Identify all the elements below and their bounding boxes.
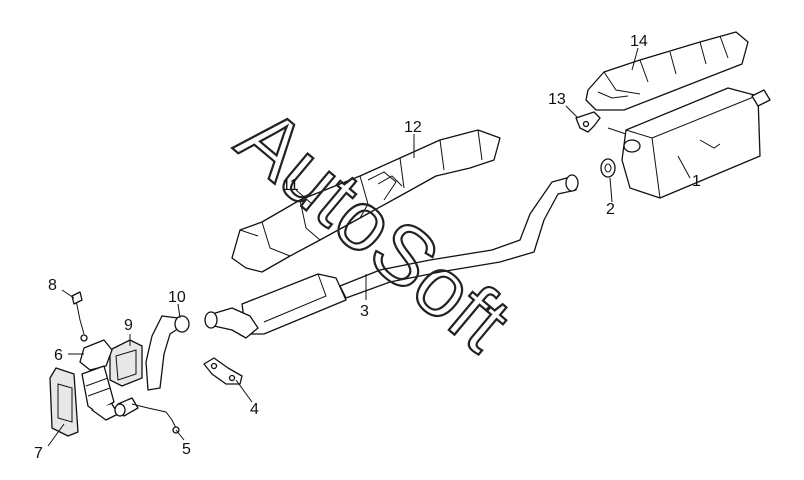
rubber-mount — [600, 158, 616, 178]
cat-heat-shield — [109, 339, 143, 387]
oxygen-sensor-upstream — [71, 291, 88, 342]
callout-12: 12 — [404, 119, 422, 136]
callout-6: 6 — [54, 347, 63, 364]
heat-shield-long — [231, 129, 501, 273]
callout-14: 14 — [630, 33, 648, 50]
rear-muffler — [607, 87, 771, 199]
callout-8: 8 — [48, 277, 57, 294]
callout-13: 13 — [548, 91, 566, 108]
callout-1: 1 — [692, 173, 701, 190]
catalytic-converter — [79, 339, 139, 421]
callout-9: 9 — [124, 317, 133, 334]
callout-4: 4 — [250, 401, 259, 418]
oxygen-sensor-downstream — [131, 403, 180, 434]
callout-3: 3 — [360, 303, 369, 320]
callout-7: 7 — [34, 445, 43, 462]
callouts: 1 2 3 4 5 6 7 8 9 10 11 12 13 14 — [34, 33, 701, 462]
bracket — [575, 111, 601, 133]
front-downpipe — [145, 315, 190, 391]
callout-5: 5 — [182, 441, 191, 458]
callout-2: 2 — [606, 201, 615, 218]
intermediate-pipe — [204, 174, 579, 339]
leader-lines — [47, 47, 691, 447]
clamp-bracket — [203, 357, 243, 385]
cat-lower-shield — [49, 367, 79, 437]
heat-shield-rear — [585, 31, 749, 111]
callout-10: 10 — [168, 289, 186, 306]
callout-11: 11 — [282, 177, 299, 194]
